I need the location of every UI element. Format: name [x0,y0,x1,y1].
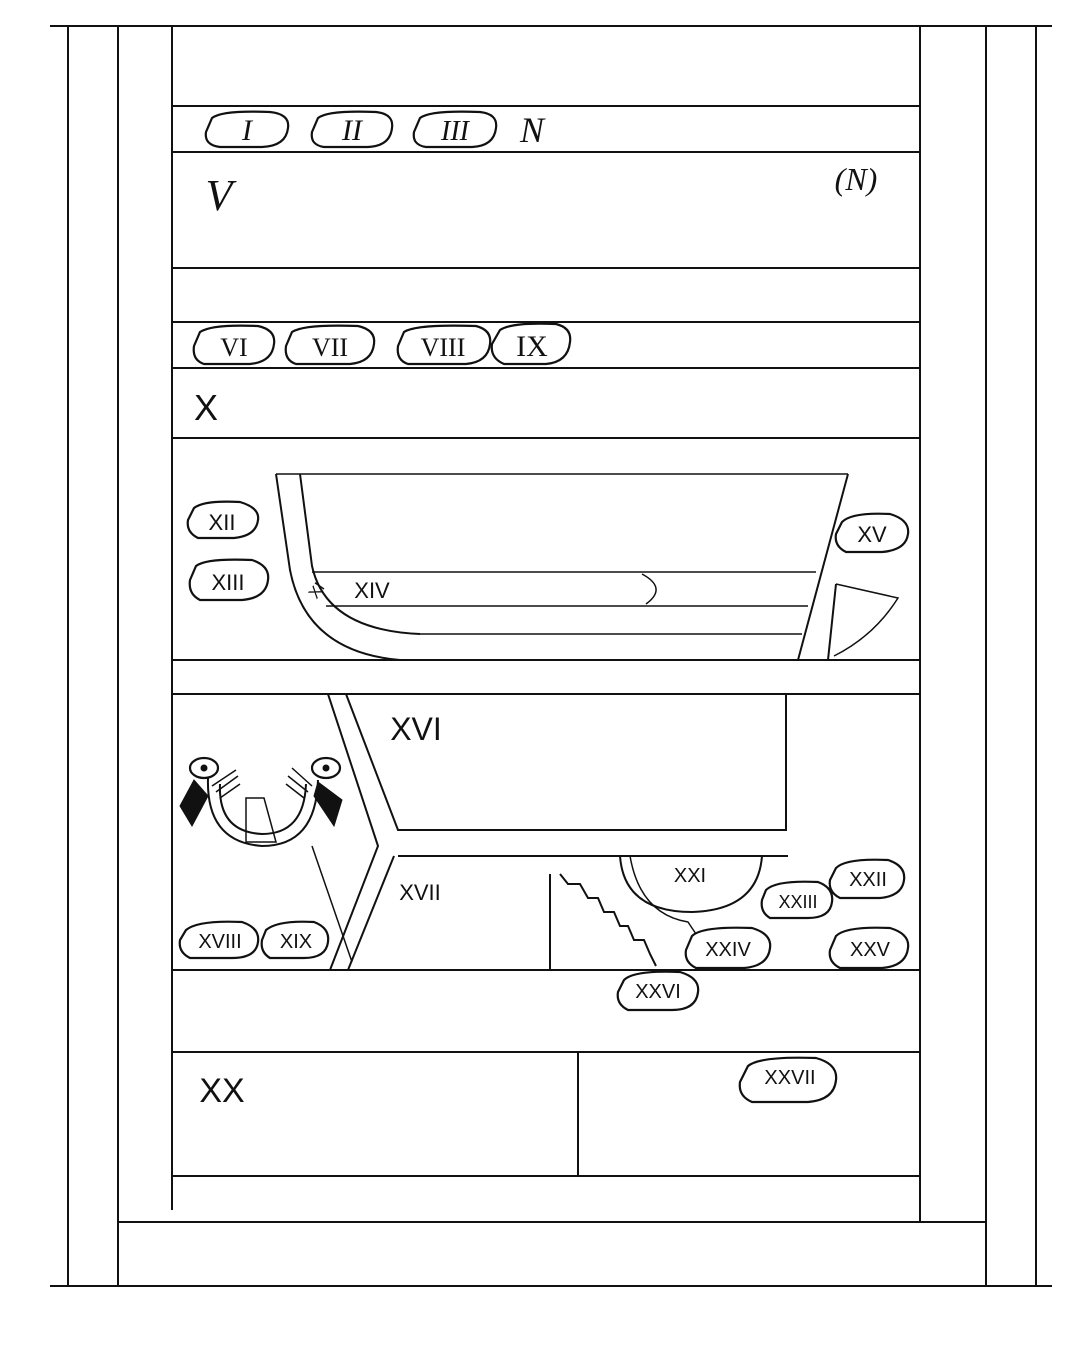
register-7: XVI XVII XVIII XIX [178,693,910,1012]
register-3: VI VII VIII IX [192,322,572,366]
shrine-frame [311,693,788,971]
register-4: X [194,387,218,428]
label-XXIII: XXIII [778,892,817,912]
label-VIII: VIII [421,333,466,362]
label-XXIV: XXIV [705,939,751,961]
label-IX: IX [516,330,548,363]
register-8: XX XXVII [199,1056,838,1110]
label-XX: XX [199,1072,244,1110]
label-X: X [194,387,218,428]
label-XII: XII [209,510,236,535]
register-lines [172,105,920,1177]
label-XIV: XIV [354,578,390,603]
label-XIII: XIII [211,570,244,595]
double-bird-headed-boat-icon [179,756,343,848]
label-VI: VI [220,333,247,362]
register-1: I II III N [204,110,546,150]
label-XV: XV [857,522,887,547]
label-XVI: XVI [390,711,442,747]
label-XI: XI [306,580,329,602]
label-XIX: XIX [280,931,312,953]
label-XVIII: XVIII [198,931,241,953]
label-XVII: XVII [399,880,441,905]
label-XXVII: XXVII [764,1067,815,1089]
outer-frame [50,25,1052,1287]
label-VII: VII [312,333,348,362]
label-I: I [241,114,254,147]
label-II: II [341,114,364,147]
label-XXII: XXII [849,869,887,891]
label-XXI: XXI [674,865,706,887]
boat-hull [275,473,900,661]
label-XXVI: XXVI [635,981,681,1003]
label-V: V [206,171,238,220]
label-IV: N [519,110,546,150]
label-XXV: XXV [850,939,891,961]
semicircle [619,855,763,935]
staircase [549,873,657,970]
label-IV-paren: (N) [835,161,878,197]
label-III: III [440,116,471,147]
register-2: V (N) [206,161,878,220]
register-5: XII XIII XI XIV XV [186,473,910,661]
